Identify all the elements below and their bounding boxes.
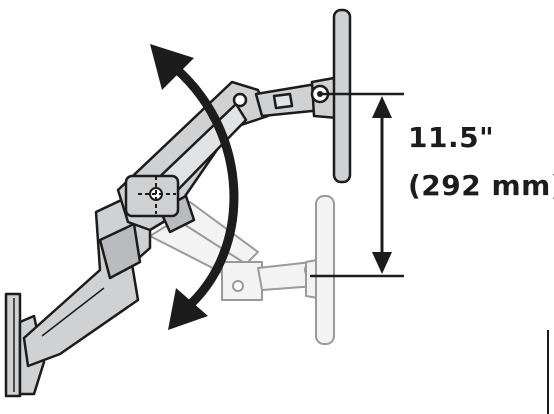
pivot-joint: [124, 174, 180, 218]
crosshair-icon: [138, 176, 176, 214]
tilter-head: [254, 76, 340, 120]
rotation-arrow-icon: [150, 44, 239, 330]
lower-arm: [22, 194, 152, 368]
height-range-imperial: 11.5": [408, 121, 495, 154]
dimension-arrow-icon: [310, 92, 404, 278]
height-range-metric: (292 mm): [408, 169, 554, 202]
monitor-raised: [332, 8, 352, 184]
